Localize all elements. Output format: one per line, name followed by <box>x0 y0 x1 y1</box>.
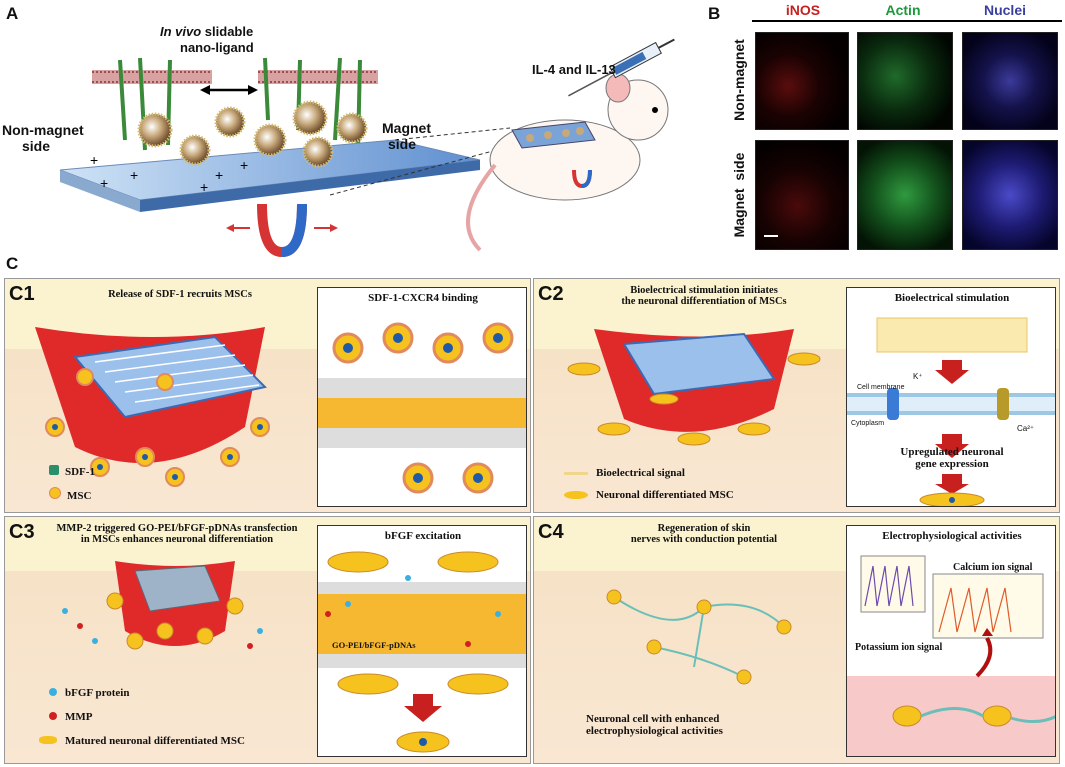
svg-text:+: + <box>130 167 138 183</box>
panel-c2-label: C2 <box>538 283 564 305</box>
neuronal-msc-icon <box>564 491 588 500</box>
panel-c4: C4 Regeneration of skin nerves with cond… <box>533 516 1060 764</box>
nano-ligand-label: nano-ligand <box>180 40 254 55</box>
c3-inset: bFGF excitation GO-PEI/bFGF-pDNAs <box>317 525 527 757</box>
mmp-icon <box>49 712 57 720</box>
cell-membrane-label: Cell membrane <box>857 384 905 391</box>
slidable-label: In vivo slidable <box>160 24 254 39</box>
c3-legend-mmp: MMP <box>49 711 92 723</box>
column-header-nuclei: Nuclei <box>983 2 1026 18</box>
potassium-signal-label: Potassium ion signal <box>855 642 943 653</box>
cytoplasm-label: Cytoplasm <box>851 420 885 427</box>
c2-wound-illustration <box>567 329 821 446</box>
c4-inset-graphic <box>847 555 1055 756</box>
c2-legend-neuronal-msc: Neuronal differentiated MSC <box>564 489 734 501</box>
panel-a-illustration: +++ +++ <box>59 38 675 258</box>
c3-legend-matured-msc: Matured neuronal differentiated MSC <box>39 735 245 747</box>
c1-inset-title: SDF-1-CXCR4 binding <box>368 292 478 304</box>
panel-c-label: C <box>6 254 19 273</box>
column-header-inos: iNOS <box>785 2 821 18</box>
sdf1-icon <box>49 465 59 475</box>
panel-c1: C1 Release of SDF-1 recruits MSCs SDF-1 … <box>4 278 531 513</box>
slide-double-arrow <box>200 85 258 95</box>
surface-charges: +++ +++ <box>90 152 248 195</box>
micrograph-inos-magnet-side <box>755 140 849 250</box>
svg-text:+: + <box>200 179 208 195</box>
c1-inset-graphic <box>318 322 526 494</box>
c1-legend-sdf1: SDF-1 <box>49 465 95 478</box>
c2-legend-bioelectrical-signal: Bioelectrical signal <box>564 467 685 479</box>
panel-c1-title: Release of SDF-1 recruits MSCs <box>108 289 252 300</box>
bioelectrical-signal-icon <box>564 471 588 475</box>
c3-inset-title: bFGF excitation <box>384 530 462 542</box>
panel-c2-title: Bioelectrical stimulation initiates the … <box>621 285 787 307</box>
svg-text:+: + <box>240 157 248 173</box>
panel-b-label: B <box>708 4 721 23</box>
syringe-icon <box>568 38 675 97</box>
panel-c3-title: MMP-2 triggered GO-PEI/bFGF-pDNAs transf… <box>56 523 298 545</box>
panel-a-label: A <box>6 4 19 23</box>
c4-inset-title: Electrophysiological activities <box>882 530 1022 542</box>
matured-msc-icon <box>39 736 57 744</box>
c4-legend-neuronal-cell: Neuronal cell with enhanced electrophysi… <box>586 713 723 737</box>
panel-c4-label: C4 <box>538 521 564 543</box>
micrograph-actin-magnet-side <box>857 140 953 250</box>
cell-membrane-left <box>92 70 212 84</box>
non-magnet-side-label: Non-magnet side <box>2 122 84 154</box>
bfgf-protein-icon <box>49 688 57 696</box>
c4-nerve-network <box>606 589 792 685</box>
svg-text:+: + <box>100 175 108 191</box>
calcium-ion-label: Ca²⁺ <box>1017 424 1035 433</box>
panel-c3: C3 MMP-2 triggered GO-PEI/bFGF-pDNAs tra… <box>4 516 531 764</box>
micrograph-nuclei-non-magnet <box>962 32 1058 130</box>
potassium-ion-label: K⁺ <box>913 372 923 381</box>
mouse-illustration <box>466 73 669 252</box>
c3-inset-graphic <box>318 551 526 753</box>
c4-inset: Electrophysiological activities Calcium … <box>846 525 1056 757</box>
cytokines-label: IL-4 and IL-13 <box>532 62 616 77</box>
panel-c4-title: Regeneration of skin nerves with conduct… <box>630 523 778 545</box>
nanoparticles <box>137 100 368 168</box>
micrograph-inos-non-magnet <box>755 32 849 130</box>
panel-c3-label: C3 <box>9 521 35 543</box>
magnet-side-label: Magnet side <box>382 120 431 152</box>
msc-icon <box>49 487 61 499</box>
svg-text:+: + <box>215 167 223 183</box>
c1-wound-illustration <box>35 327 270 487</box>
go-pei-label: GO-PEI/bFGF-pDNAs <box>332 640 416 650</box>
panel-c1-label: C1 <box>9 283 35 305</box>
micrograph-nuclei-magnet-side <box>962 140 1058 250</box>
upregulated-gene-expression: Upregulated neuronal gene expression <box>900 446 1004 470</box>
svg-text:+: + <box>90 152 98 168</box>
c2-inset-graphic <box>847 317 1055 506</box>
c1-legend-msc: MSC <box>49 487 91 502</box>
column-header-actin: Actin <box>885 2 921 18</box>
c2-inset: Bioelectrical stimulation K⁺ Ca²⁺ Cell m… <box>846 287 1056 507</box>
c3-legend-bfgf: bFGF protein <box>49 687 129 699</box>
c2-inset-title: Bioelectrical stimulation <box>894 292 1010 304</box>
row-label-magnet-side: Magnet side <box>731 152 747 238</box>
micrograph-actin-non-magnet <box>857 32 953 130</box>
panel-c2: C2 Bioelectrical stimulation initiates t… <box>533 278 1060 513</box>
c3-wound-illustration <box>62 561 263 650</box>
scale-bar <box>764 235 778 237</box>
calcium-signal-label: Calcium ion signal <box>953 562 1033 573</box>
row-label-non-magnet: Non-magnet <box>731 39 747 121</box>
column-header-rule <box>752 20 1062 22</box>
c1-inset: SDF-1-CXCR4 binding <box>317 287 527 507</box>
magnet-icon <box>226 203 338 258</box>
